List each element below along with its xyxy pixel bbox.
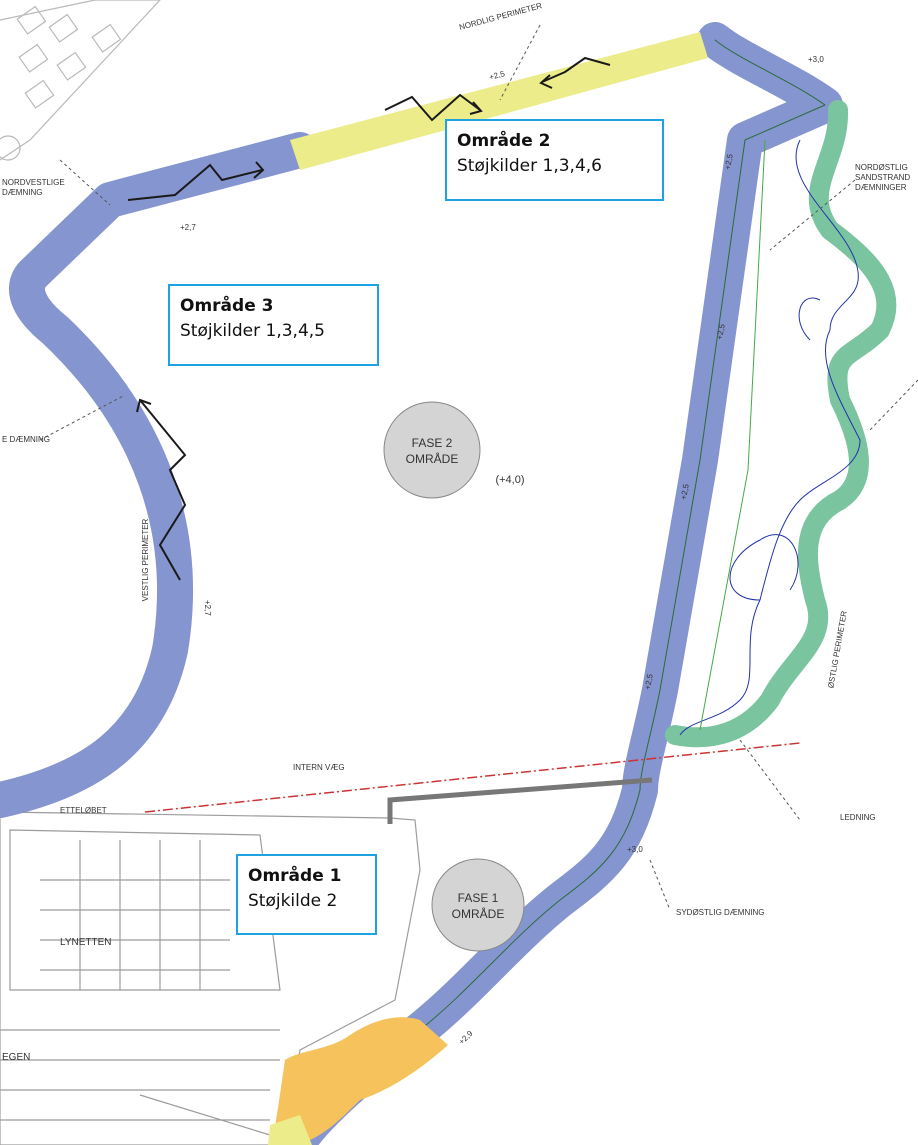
pipeline-label: LEDNING xyxy=(840,813,876,822)
area-2-callout: Område 2 Støjkilder 1,3,4,6 xyxy=(445,119,664,201)
fill-area-yellow xyxy=(268,1115,312,1145)
svg-text:+2,7: +2,7 xyxy=(180,223,196,232)
svg-text:+2,9: +2,9 xyxy=(457,1028,475,1046)
north-perimeter-label: NORDLIG PERIMETER xyxy=(458,1,543,32)
phase-2-level: (+4,0) xyxy=(495,474,524,486)
leader-lines xyxy=(39,24,918,911)
svg-text:+3,0: +3,0 xyxy=(627,845,643,854)
area-2-title: Område 2 xyxy=(457,131,551,151)
area-3-title: Område 3 xyxy=(180,296,274,316)
west-dike-label: E DÆMNING xyxy=(2,435,50,444)
svg-text:+3,0: +3,0 xyxy=(808,55,824,64)
existing-buildings-top-left xyxy=(0,0,161,161)
area-2-noise-sources: Støjkilder 1,3,4,6 xyxy=(457,156,602,176)
southeast-dike-label: SYDØSTLIG DÆMNING xyxy=(676,908,764,917)
area-3-noise-sources: Støjkilder 1,3,4,5 xyxy=(180,321,325,341)
east-edge-green-line xyxy=(699,139,766,731)
svg-text:+2,5: +2,5 xyxy=(723,153,735,171)
channel-boundary-line xyxy=(144,742,801,813)
northeast-beach-dike xyxy=(665,100,897,748)
phase-1-circle xyxy=(431,858,525,952)
area-1-callout: Område 1 Støjkilde 2 xyxy=(236,854,377,935)
phase-2-circle xyxy=(383,401,481,499)
svg-text:+2,5: +2,5 xyxy=(488,69,506,82)
east-dike xyxy=(282,22,843,1145)
phase-2-line2: OMRÅDE xyxy=(406,451,459,466)
svg-text:+2,5: +2,5 xyxy=(679,483,691,501)
existing-facility-outline xyxy=(0,811,421,1145)
internal-wall-label: INTERN VÆG xyxy=(293,763,345,772)
area-1-noise-sources: Støjkilde 2 xyxy=(248,891,338,911)
dikes xyxy=(0,22,843,1145)
area-1-title: Område 1 xyxy=(248,866,342,886)
channel-label: ETTELØBET xyxy=(60,806,107,815)
area-3-callout: Område 3 Støjkilder 1,3,4,5 xyxy=(168,284,379,366)
phase-1-line1: FASE 1 xyxy=(458,891,499,905)
north-perimeter-zone xyxy=(290,32,708,170)
fill-area-orange xyxy=(272,1017,448,1145)
road-label: EGEN xyxy=(2,1052,30,1063)
wind-arrows xyxy=(127,56,611,581)
svg-text:+2,5: +2,5 xyxy=(715,323,727,341)
internal-wall xyxy=(387,777,653,824)
svg-text:+2,5: +2,5 xyxy=(643,673,655,691)
west-perimeter-label: VESTLIG PERIMETER xyxy=(141,518,150,601)
svg-text:+2,7: +2,7 xyxy=(203,600,212,616)
beach-contour-lines xyxy=(679,139,861,736)
east-perimeter-label: ØSTLIG PERIMETER xyxy=(826,610,848,689)
west-dike xyxy=(0,132,318,818)
phase-1-line2: OMRÅDE xyxy=(452,906,505,921)
existing-facility-label: LYNETTEN xyxy=(60,937,112,948)
phase-2-line1: FASE 2 xyxy=(412,436,453,450)
